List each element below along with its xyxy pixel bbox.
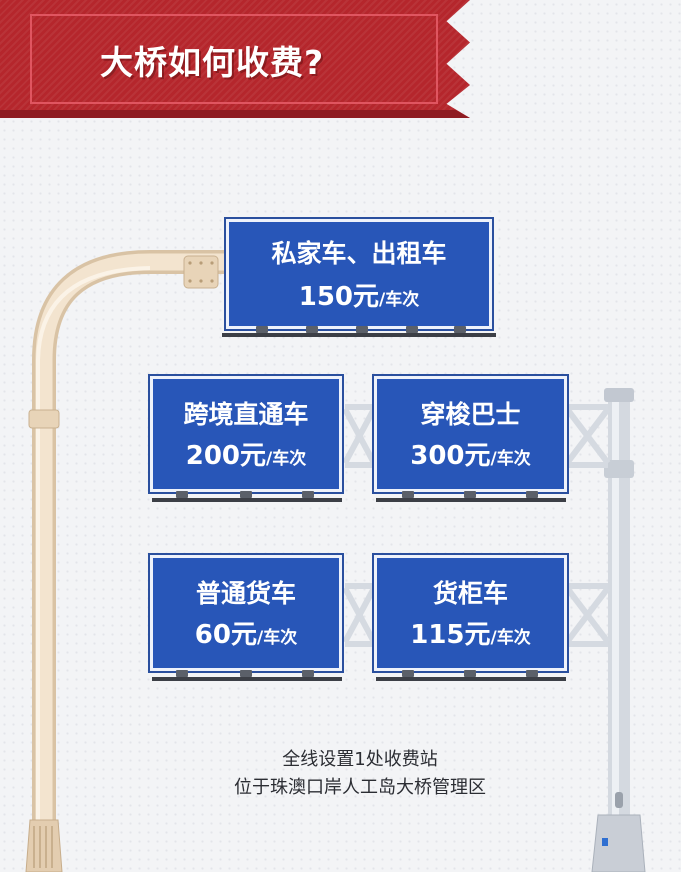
sign-vehicle-name: 私家车、出租车 (271, 239, 447, 268)
sign-price: 200元/车次 (153, 441, 339, 474)
sign-price-amount: 115元 (410, 620, 491, 650)
sign-vehicle-name: 普通货车 (195, 579, 296, 608)
toll-station-note: 全线设置1处收费站 位于珠澳口岸人工岛大桥管理区 (170, 746, 550, 802)
toll-sign-shuttle-bus: 穿梭巴士 300元/车次 (372, 374, 569, 494)
sign-vehicle-name: 货柜车 (432, 579, 508, 608)
sign-rail (152, 677, 342, 681)
sign-clamp (402, 670, 414, 677)
ribbon-shadow (0, 110, 470, 118)
sign-rail (376, 677, 566, 681)
sign-price: 300元/车次 (377, 441, 564, 474)
sign-price-unit: /车次 (490, 628, 531, 648)
sign-clamp (454, 326, 466, 333)
toll-sign-container-truck: 货柜车 115元/车次 (372, 553, 569, 673)
sign-clamp (302, 670, 314, 677)
sign-rail (376, 498, 566, 502)
toll-sign-cross-border-coach: 跨境直通车 200元/车次 (148, 374, 344, 494)
sign-price: 60元/车次 (153, 620, 339, 653)
footer-line-1: 全线设置1处收费站 (282, 749, 438, 770)
sign-clamp (406, 326, 418, 333)
sign-clamp (240, 491, 252, 498)
sign-clamp (464, 491, 476, 498)
sign-price-amount: 150元 (298, 282, 380, 312)
sign-clamp (302, 491, 314, 498)
sign-clamp (526, 670, 538, 677)
sign-clamp (176, 670, 188, 677)
sign-clamp (356, 326, 368, 333)
sign-price-amount: 300元 (410, 441, 491, 471)
sign-price-unit: /车次 (379, 290, 420, 310)
ribbon-border (30, 14, 438, 104)
right-pole-base (591, 814, 646, 872)
left-pole-base (25, 819, 63, 872)
sign-price-unit: /车次 (256, 628, 298, 648)
pole-joint (28, 409, 60, 429)
page-title: 大桥如何收费? (100, 43, 325, 82)
sign-clamp (402, 491, 414, 498)
sign-vehicle-name: 跨境直通车 (183, 400, 309, 429)
sign-price-unit: /车次 (266, 449, 307, 469)
upper-lattice (342, 404, 611, 468)
pole-collar (183, 255, 219, 289)
sign-clamp (526, 491, 538, 498)
lower-lattice (342, 583, 611, 647)
footer-line-2: 位于珠澳口岸人工岛大桥管理区 (234, 777, 486, 798)
sign-price-amount: 200元 (185, 441, 267, 471)
right-pole-joint (604, 460, 634, 478)
sign-clamp (306, 326, 318, 333)
sign-price-unit: /车次 (490, 449, 531, 469)
sign-price: 150元/车次 (229, 282, 489, 315)
left-curved-pole-highlight (35, 253, 226, 840)
sign-clamp (464, 670, 476, 677)
sign-vehicle-name: 穿梭巴士 (420, 400, 521, 429)
sign-rail (152, 498, 342, 502)
sign-clamp (176, 491, 188, 498)
toll-sign-private-car: 私家车、出租车 150元/车次 (224, 217, 494, 331)
toll-sign-ordinary-truck: 普通货车 60元/车次 (148, 553, 344, 673)
sign-rail (222, 333, 496, 337)
sign-price: 115元/车次 (377, 620, 564, 653)
sign-clamp (240, 670, 252, 677)
header-ribbon (0, 0, 470, 118)
sign-clamp (256, 326, 268, 333)
sign-price-amount: 60元 (194, 620, 257, 650)
